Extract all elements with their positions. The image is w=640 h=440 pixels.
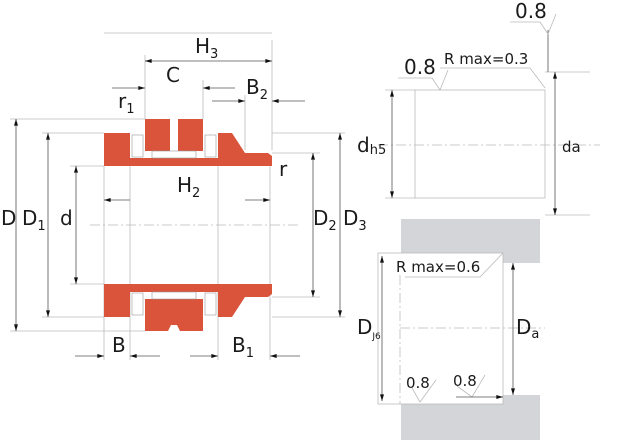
label-D3: D3 (343, 206, 367, 234)
label-dh5: dh5 (357, 133, 386, 158)
label-d: d (60, 206, 73, 230)
label-r: r (279, 157, 288, 181)
label-B: B (112, 333, 126, 357)
roughness-1: 0.8 (406, 374, 430, 392)
label-H3: H3 (195, 34, 218, 62)
label-Da: Da (516, 315, 539, 342)
radius-note-shaft: R max=0.3 (444, 50, 528, 68)
radius-note-housing: R max=0.6 (396, 258, 480, 276)
bearing-section: H3 C B2 r1 H2 r D D1 d D2 D3 B B1 (1, 32, 367, 361)
label-D2: D2 (313, 206, 337, 234)
label-B2: B2 (246, 75, 268, 103)
roughness-2: 0.8 (453, 372, 477, 390)
label-D: D (1, 206, 16, 230)
label-r1: r1 (118, 89, 135, 117)
label-da: da (562, 138, 581, 156)
shaft-detail: 0.8 0.8 R max=0.3 dh5 da (357, 0, 600, 216)
roughness-left: 0.8 (404, 55, 436, 79)
label-B1: B1 (232, 333, 254, 361)
label-D1: D1 (22, 206, 46, 234)
label-C: C (166, 63, 180, 87)
housing-detail: R max=0.6 DJ6 Da 0.8 0.8 (357, 219, 545, 440)
roughness-top: 0.8 (515, 0, 547, 23)
label-H2: H2 (177, 173, 200, 201)
label-DJ6: DJ6 (357, 315, 381, 342)
